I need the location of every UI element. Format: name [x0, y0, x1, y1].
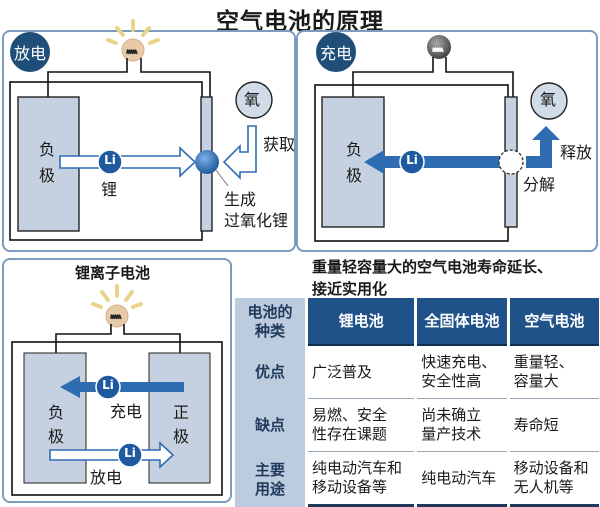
li-positive-label-1: 正: [172, 403, 189, 422]
row-header-line2: 用途: [254, 479, 285, 498]
cell-line: 性存在课题: [312, 425, 388, 443]
product-label-2: 过氧化锂: [224, 211, 289, 230]
discharge-badge: 放电: [10, 32, 50, 72]
cell-line: 易燃、安全: [312, 406, 388, 424]
charge-negative-label-2: 极: [345, 166, 362, 185]
cell-line: 移动设备和: [513, 459, 589, 477]
cell-line: 广泛普及: [312, 362, 373, 381]
column-header: 全固体电池: [417, 298, 507, 346]
charge-li-label: Li: [406, 153, 418, 167]
table-cell: 纯电动汽车和移动设备等: [308, 452, 415, 507]
obtain-label: 获取: [263, 135, 296, 154]
li-charge-label: 充电: [110, 402, 143, 421]
table-header-row: 电池的 种类 锂电池 全固体电池 空气电池: [235, 298, 599, 346]
table-row: 主要 用途 纯电动汽车和移动设备等 纯电动汽车 移动设备和无人机等: [235, 452, 599, 507]
li-ion-icon: [399, 149, 425, 175]
charge-negative-label-1: 负: [345, 140, 362, 159]
cell-line: 移动设备等: [312, 478, 388, 496]
lithium-peroxide-sphere: [195, 150, 219, 174]
charge-badge: 充电: [316, 32, 356, 72]
corner-header-line2: 种类: [254, 322, 285, 340]
bulb-rays-icon: [106, 19, 160, 45]
li-negative-label-2: 极: [47, 427, 64, 446]
row-header: 主要 用途: [235, 452, 305, 507]
oxygen-label: 氧: [244, 90, 261, 109]
charge-oxygen-label: 氧: [540, 90, 557, 109]
li-ion-diagram: [11, 284, 223, 496]
product-label-1: 生成: [224, 190, 257, 209]
cell-line: 安全性高: [421, 372, 482, 390]
li-ion-icon: [97, 149, 123, 175]
cell-line: 寿命短: [513, 415, 559, 434]
table-cell: 寿命短: [509, 399, 599, 452]
cell-line: 纯电动汽车: [421, 468, 497, 487]
table-cell: 快速充电、安全性高: [417, 346, 507, 399]
li-discharge-label: 放电: [90, 468, 123, 487]
release-label: 释放: [560, 143, 593, 162]
bulb-off-icon: [427, 35, 451, 59]
cell-line: 容量大: [513, 372, 559, 390]
table-cell: 重量轻、容量大: [509, 346, 599, 399]
lithium-label: 锂: [101, 180, 118, 199]
comparison-headline-2: 接近实用化: [312, 280, 388, 298]
column-header: 锂电池: [308, 298, 415, 346]
cell-line: 重量轻、: [513, 353, 574, 371]
comparison-headline-1: 重量轻容量大的空气电池寿命延长、: [312, 258, 553, 276]
table-cell: 广泛普及: [308, 346, 415, 399]
decompose-label: 分解: [523, 175, 556, 194]
li-positive-label-2: 极: [172, 427, 189, 446]
discharge-negative-label-1: 负: [38, 140, 55, 159]
charge-diagram: [314, 35, 568, 242]
li-ion-charge-li: Li: [102, 378, 114, 392]
cell-line: 纯电动汽车和: [312, 459, 403, 477]
cell-line: 无人机等: [513, 478, 574, 496]
li-ion-icon: [95, 374, 121, 400]
discharge-negative-label-2: 极: [38, 166, 55, 185]
table-cell: 尚未确立量产技术: [417, 399, 507, 452]
battery-comparison-table: 电池的 种类 锂电池 全固体电池 空气电池 优点 广泛普及 快速充电、安全性高 …: [232, 298, 600, 507]
li-ion-icon: [117, 442, 143, 468]
cell-line: 尚未确立: [421, 406, 482, 424]
li-ion-title: 锂离子电池: [75, 264, 151, 282]
table-row: 优点 广泛普及 快速充电、安全性高 重量轻、容量大: [235, 346, 599, 399]
li-negative-label-1: 负: [47, 403, 64, 422]
column-header: 空气电池: [509, 298, 599, 346]
table-cell: 易燃、安全性存在课题: [308, 399, 415, 452]
cell-line: 量产技术: [421, 425, 482, 443]
corner-header: 电池的 种类: [235, 298, 305, 346]
row-header: 缺点: [235, 399, 305, 452]
cell-line: 快速充电、: [421, 353, 497, 371]
li-ion-discharge-li: Li: [124, 446, 136, 460]
discharge-li-label: Li: [104, 153, 116, 167]
table-cell: 纯电动汽车: [417, 452, 507, 507]
discharge-diagram: [9, 19, 273, 241]
table-row: 缺点 易燃、安全性存在课题 尚未确立量产技术 寿命短: [235, 399, 599, 452]
corner-header-line1: 电池的: [247, 303, 293, 321]
row-header: 优点: [235, 346, 305, 399]
table-cell: 移动设备和无人机等: [509, 452, 599, 507]
row-header-line1: 主要: [254, 460, 285, 479]
